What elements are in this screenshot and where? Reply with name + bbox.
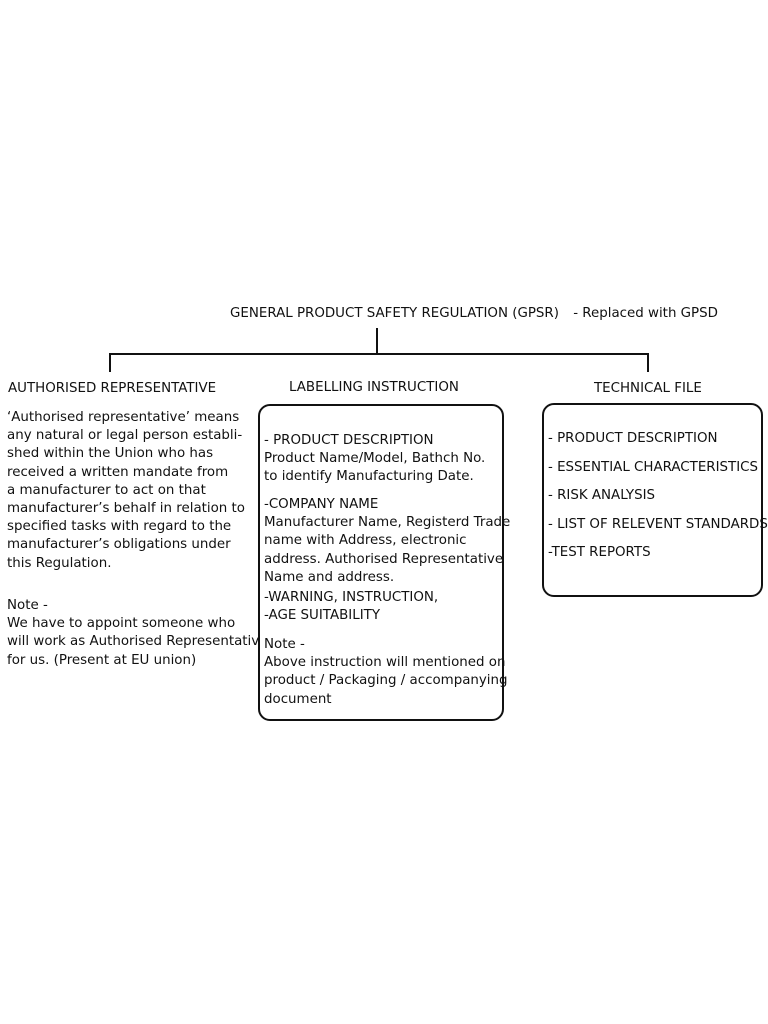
label-line: -COMPANY NAME (264, 497, 379, 512)
label-line: Note - (264, 637, 305, 652)
definition-line: this Regulation. (7, 555, 112, 571)
diagram-title: GENERAL PRODUCT SAFETY REGULATION (GPSR)… (230, 306, 718, 321)
label-line: Manufacturer Name, Registerd Trade (264, 515, 511, 531)
label-line: address. Authorised Representative (264, 551, 504, 567)
note-line: Note - (7, 598, 48, 613)
technical-item: -TEST REPORTS (548, 545, 651, 561)
definition-line: ‘Authorised representative’ means (7, 410, 240, 425)
heading-technical-file: TECHNICAL FILE (594, 381, 702, 396)
definition-line: any natural or legal person establi- (7, 428, 243, 444)
label-product-description: - PRODUCT DESCRIPTION Product Name/Model… (264, 432, 485, 487)
technical-file-box (542, 403, 763, 597)
note-line: for us. (Present at EU union) (7, 652, 197, 668)
authorised-note: Note - We have to appoint someone who wi… (7, 597, 268, 670)
technical-item: - LIST OF RELEVENT STANDARDS (548, 516, 768, 532)
technical-item: - PRODUCT DESCRIPTION (548, 431, 718, 446)
label-line: product / Packaging / accompanying (264, 673, 508, 689)
title-main: GENERAL PRODUCT SAFETY REGULATION (GPSR) (230, 306, 559, 321)
definition-line: received a written mandate from (7, 464, 229, 480)
definition-line: a manufacturer to act on that (7, 482, 206, 498)
technical-item: - RISK ANALYSIS (548, 488, 656, 504)
title-note: - Replaced with GPSD (573, 306, 718, 321)
technical-item: - ESSENTIAL CHARACTERISTICS (548, 459, 759, 475)
label-line: Product Name/Model, Bathch No. (264, 451, 486, 467)
definition-line: manufacturer’s behalf in relation to (7, 501, 245, 517)
label-line: to identify Manufacturing Date. (264, 469, 474, 485)
definition-line: shed within the Union who has (7, 446, 214, 462)
note-line: We have to appoint someone who (7, 616, 236, 632)
labelling-instruction-box (258, 404, 504, 721)
label-company-name: -COMPANY NAME Manufacturer Name, Registe… (264, 496, 510, 587)
heading-authorised-representative: AUTHORISED REPRESENTATIVE (8, 381, 217, 396)
label-line: -WARNING, INSTRUCTION, (264, 590, 439, 605)
label-note: Note - Above instruction will mentioned … (264, 636, 508, 709)
label-line: document (264, 691, 332, 707)
technical-file-list: - PRODUCT DESCRIPTION - ESSENTIAL CHARAC… (548, 430, 768, 573)
definition-line: manufacturer’s obligations under (7, 537, 231, 553)
definition-line: specified tasks with regard to the (7, 519, 232, 535)
label-line: - PRODUCT DESCRIPTION (264, 433, 434, 448)
label-line: name with Address, electronic (264, 533, 467, 549)
note-line: will work as Authorised Representative (7, 634, 268, 650)
label-line: -AGE SUITABILITY (264, 608, 381, 624)
label-warning-age: -WARNING, INSTRUCTION, -AGE SUITABILITY (264, 589, 438, 625)
heading-labelling-instruction: LABELLING INSTRUCTION (289, 380, 459, 395)
label-line: Above instruction will mentioned on (264, 655, 506, 671)
authorised-definition: ‘Authorised representative’ means any na… (7, 409, 263, 573)
label-line: Name and address. (264, 569, 395, 585)
